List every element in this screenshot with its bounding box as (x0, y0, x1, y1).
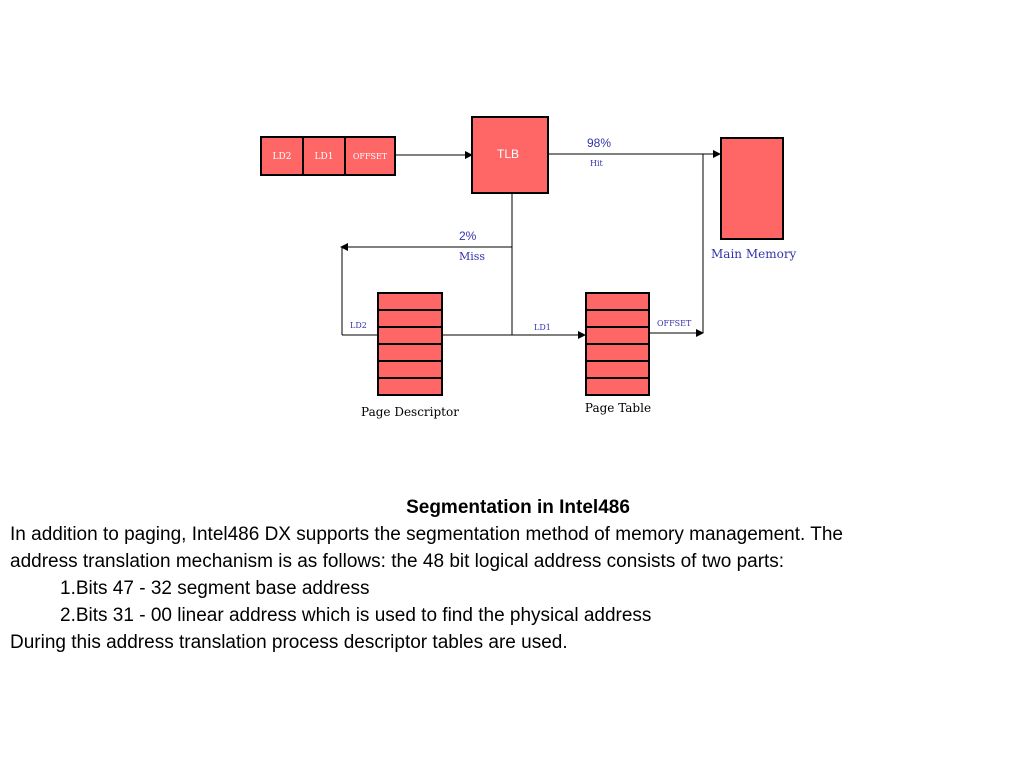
tlb-label: TLB (497, 147, 519, 161)
address-field-offset-label: OFFSET (353, 152, 388, 161)
ld2-connector-label: LD2 (350, 321, 367, 330)
address-field-ld1 (302, 136, 346, 176)
page-descriptor-row (377, 292, 443, 311)
address-field-offset (344, 136, 396, 176)
offset-connector-label: OFFSET (657, 319, 692, 328)
miss-percent-label: 2% (459, 229, 477, 243)
page-table-row (585, 377, 650, 396)
main-memory-box (720, 137, 784, 240)
hit-percent-label: 98% (587, 136, 611, 150)
paragraph-1-line-1: In addition to paging, Intel486 DX suppo… (10, 524, 843, 545)
page-descriptor-table (377, 292, 443, 396)
page-descriptor-label: Page Descriptor (361, 405, 459, 419)
paragraph-1-line-2: address translation mechanism is as foll… (10, 551, 785, 572)
connectors (340, 150, 721, 339)
address-translation-diagram: LD2 LD1 OFFSET TLB Main Memory Page Desc… (260, 116, 797, 419)
hit-label: Hit (590, 159, 604, 168)
page-table-row (585, 292, 650, 311)
page-descriptor-row (377, 309, 443, 328)
page-table-row (585, 360, 650, 379)
tlb-box (471, 116, 549, 194)
page-descriptor-row (377, 377, 443, 396)
miss-label: Miss (459, 250, 485, 263)
slide-title: Segmentation in Intel486 (406, 497, 630, 518)
page-table-row (585, 343, 650, 362)
page-descriptor-row (377, 360, 443, 379)
slide-text-block: Segmentation in Intel486 In addition to … (0, 494, 1024, 656)
page-descriptor-row (377, 326, 443, 345)
address-field-ld2 (260, 136, 304, 176)
logical-address-register: LD2 LD1 OFFSET (260, 136, 396, 176)
page-descriptor-row (377, 343, 443, 362)
address-field-ld1-label: LD1 (315, 152, 334, 162)
list-item: 1.Bits 47 - 32 segment base address (60, 578, 370, 599)
page-table-label: Page Table (585, 401, 651, 415)
main-memory-label: Main Memory (711, 247, 797, 261)
list-item: 2.Bits 31 - 00 linear address which is u… (60, 605, 652, 626)
page-table-row (585, 326, 650, 345)
page-table (585, 292, 650, 396)
page-table-row (585, 309, 650, 328)
address-field-ld2-label: LD2 (273, 152, 292, 162)
paragraph-2: During this address translation process … (10, 632, 568, 653)
ld1-connector-label: LD1 (534, 323, 551, 332)
